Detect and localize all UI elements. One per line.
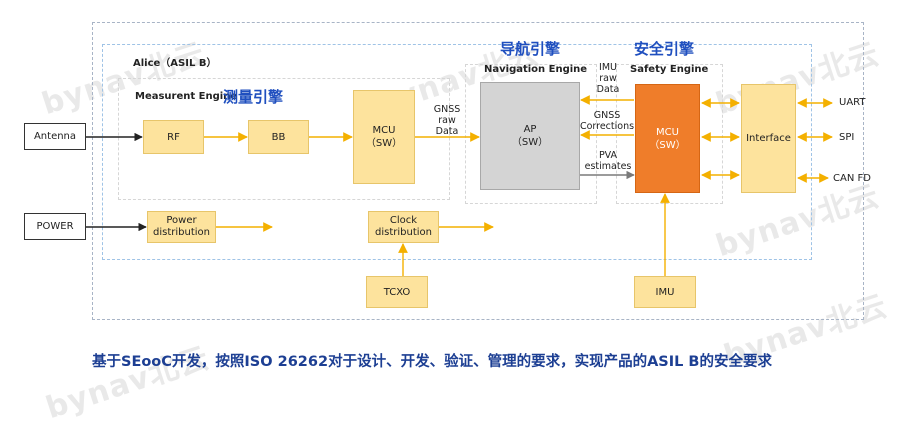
bb-label: BB [271,131,286,143]
clock-distribution-label-1: Clock [389,215,418,226]
rf-label: RF [167,131,180,143]
imu-raw-data-label: IMU raw Data [596,62,620,95]
gnss-corrections-label: GNSS Corrections [579,110,635,132]
power-distribution-block: Power distribution [147,211,216,243]
mcu-sub-label: （SW） [365,138,403,149]
measurement-title-cn: 测量引擎 [223,88,284,106]
clock-distribution-label-2: distribution [375,227,432,238]
power-distribution-label-1: Power [166,215,197,226]
interface-block: Interface [741,84,796,193]
interface-label: Interface [746,133,791,144]
ap-label: AP [523,124,537,135]
outer-title: Alice（ASIL B） [133,58,217,69]
mcu-label: MCU [372,125,396,136]
measurement-title-en: Measurent Engine [135,91,238,102]
safety-mcu-sub-label: （SW） [649,139,686,151]
safety-title-cn: 安全引擎 [634,40,695,58]
ap-sub-label: （SW） [511,137,549,148]
bb-block: BB [248,120,309,154]
power-distribution-label-2: distribution [153,227,210,238]
imu-label: IMU [655,286,675,298]
rf-block: RF [143,120,204,154]
power-label: POWER [36,221,74,232]
connection-arrows [86,95,833,276]
footer-statement: 基于SEooC开发，按照ISO 26262对于设计、开发、验证、管理的要求，实现… [92,354,772,370]
uart-label: UART [839,97,866,108]
tcxo-block: TCXO [366,276,428,308]
antenna-label: Antenna [33,131,77,142]
mcu-block: MCU （SW） [353,90,415,184]
measurement-frame [118,78,450,200]
spi-label: SPI [839,132,855,143]
can-fd-label: CAN FD [833,173,871,184]
alice-frame [102,44,812,260]
antenna-block: Antenna [24,123,86,150]
safety-mcu-block: MCU （SW） [635,84,700,193]
navigation-title-en: Navigation Engine [484,64,588,75]
navigation-title-cn: 导航引擎 [500,40,561,58]
tcxo-label: TCXO [383,286,411,298]
navigation-frame [465,64,597,204]
ap-block: AP （SW） [480,82,580,190]
power-block: POWER [24,213,86,240]
pva-estimates-label: PVA estimates [584,150,632,172]
imu-block: IMU [634,276,696,308]
clock-distribution-block: Clock distribution [368,211,439,243]
safety-title-en: Safety Engine [630,64,709,75]
gnss-raw-data-label: GNSS raw Data [433,104,461,137]
safety-mcu-label: MCU [656,126,679,138]
outer-frame [92,22,864,320]
